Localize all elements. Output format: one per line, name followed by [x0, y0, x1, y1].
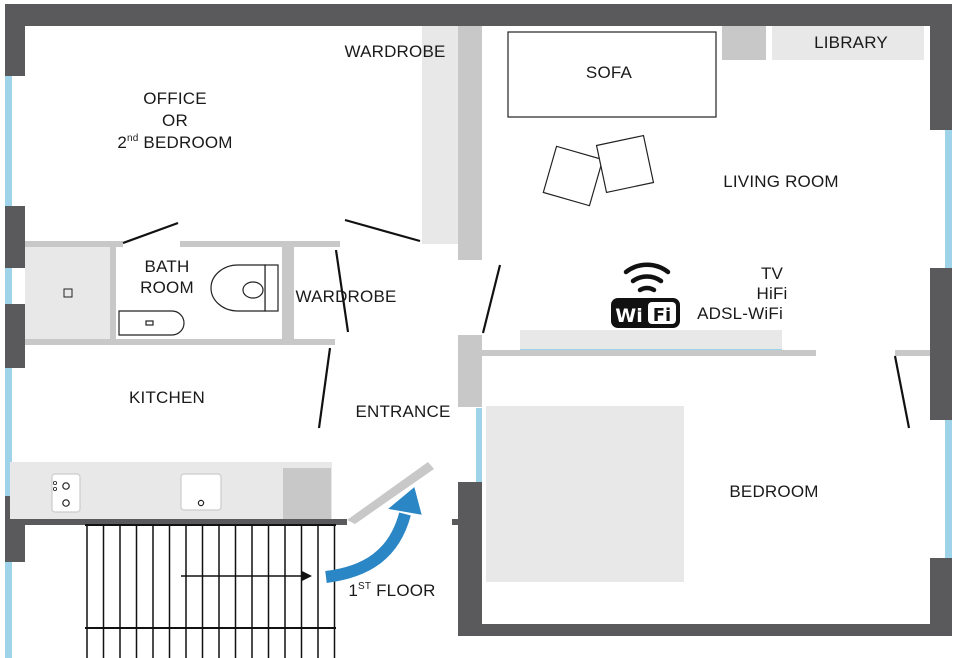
label-sofa: SOFA	[586, 63, 633, 82]
wall-top	[5, 4, 952, 26]
wall-right-b	[930, 268, 952, 420]
wardrobe-mid-wall	[282, 247, 294, 339]
wifi-arc-outer	[623, 262, 671, 275]
living-bedroom-wall	[482, 350, 816, 356]
wall-row-top	[25, 241, 123, 247]
hob-burner-2	[62, 499, 70, 507]
entrance-arrow-head	[388, 487, 422, 515]
wifi-icon: Wi Fi	[611, 262, 680, 328]
armchair-2	[595, 134, 655, 194]
label-floor: 1ST FLOOR	[348, 581, 435, 600]
door-wardrobe-mid	[334, 249, 350, 333]
label-wardrobe-mid: WARDROBE	[295, 287, 396, 306]
wardrobe-top-cabinet	[422, 26, 458, 244]
hob-burner-1	[62, 482, 70, 490]
label-amenities-hifi: HiFi	[756, 284, 787, 303]
toilet-seat	[242, 281, 264, 299]
label-office-line2: OR	[162, 111, 188, 130]
living-shelf	[520, 330, 782, 349]
entrance-arrow	[325, 487, 422, 583]
window-left-4	[5, 562, 12, 658]
label-entrance: ENTRANCE	[355, 402, 450, 421]
walls	[5, 4, 952, 636]
window-bedroom-inner	[476, 408, 482, 484]
hob-burner-3	[53, 480, 58, 485]
wifi-arc-mid	[630, 274, 664, 284]
wall-bottom	[458, 624, 952, 636]
toilet-tank	[264, 264, 279, 312]
furniture	[51, 31, 717, 513]
kitchen-counter-corner	[283, 468, 331, 519]
label-floor-sup: ST	[358, 581, 371, 592]
wall-stub-bottom	[452, 519, 460, 525]
entrance-arrow-shaft	[325, 512, 411, 583]
armchair-1	[542, 145, 604, 207]
wall-kitchen-bottom	[25, 519, 347, 525]
window-left-1	[5, 76, 12, 206]
wifi-badge-fi-box	[648, 302, 676, 324]
partition-vertical	[458, 26, 482, 260]
shower-drain	[63, 288, 73, 298]
wall-left-a	[5, 4, 25, 76]
partition-vertical-mid	[458, 335, 482, 407]
label-office-rest: BEDROOM	[139, 133, 233, 152]
door-kitchen	[317, 347, 332, 429]
label-office-sup: nd	[127, 133, 139, 144]
label-amenities-adsl: ADSL-WiFi	[697, 304, 783, 323]
library-shelf	[772, 26, 924, 60]
kitchen-sink-drain	[197, 499, 205, 507]
hob-burner-4	[53, 486, 58, 491]
label-office-line3: 2nd BEDROOM	[117, 133, 232, 152]
label-bedroom: BEDROOM	[729, 482, 818, 501]
wall-row-bottom	[25, 339, 335, 345]
label-floor-rest: FLOOR	[371, 581, 436, 600]
stairs	[85, 524, 336, 658]
stair-steps	[86, 525, 336, 658]
shower-tray	[25, 247, 110, 339]
door-living	[481, 264, 502, 334]
label-bath-line2: ROOM	[140, 278, 194, 297]
wall-right-c	[930, 558, 952, 636]
toilet-bowl	[210, 264, 266, 312]
door-office-wardrobe	[344, 218, 421, 243]
label-living-room: LIVING ROOM	[723, 172, 839, 191]
label-library: LIBRARY	[814, 33, 888, 52]
label-amenities-tv: TV	[761, 264, 784, 283]
stair-direction-arrowhead	[302, 571, 312, 581]
labels: OFFICE OR 2nd BEDROOM WARDROBE SOFA LIBR…	[117, 33, 888, 600]
wifi-badge-wi: Wi	[615, 305, 642, 327]
library-column	[722, 26, 766, 60]
label-bath-line1: BATH	[145, 257, 190, 276]
doors	[122, 218, 911, 429]
wall-row-top-b	[180, 241, 340, 247]
bath-sink-drain	[145, 320, 154, 326]
window-left-3	[5, 368, 12, 496]
living-bedroom-wall-right	[895, 350, 930, 356]
wall-bedroom-left-lower	[458, 482, 482, 636]
sofa	[507, 31, 717, 118]
window-left-2	[5, 268, 12, 308]
wall-right-a	[930, 4, 952, 130]
bed	[486, 406, 684, 582]
door-office	[122, 221, 179, 245]
entrance-wall-diagonal	[347, 462, 434, 524]
window-right-1	[945, 130, 952, 270]
interior-walls	[10, 26, 930, 582]
label-office-num: 2	[117, 133, 127, 152]
door-bedroom	[893, 355, 911, 429]
wifi-badge-fi: Fi	[653, 305, 671, 326]
kitchen-sink	[180, 473, 222, 511]
label-floor-num: 1	[348, 581, 358, 600]
label-wardrobe-top: WARDROBE	[344, 42, 445, 61]
label-office-line1: OFFICE	[143, 89, 207, 108]
wall-left-c	[5, 304, 25, 368]
window-right-2	[945, 420, 952, 558]
wifi-arc-inner	[637, 285, 657, 293]
bath-left-wall	[110, 247, 116, 339]
kitchen-hob	[51, 473, 81, 513]
wall-left-b	[5, 206, 25, 268]
label-kitchen: KITCHEN	[129, 388, 205, 407]
